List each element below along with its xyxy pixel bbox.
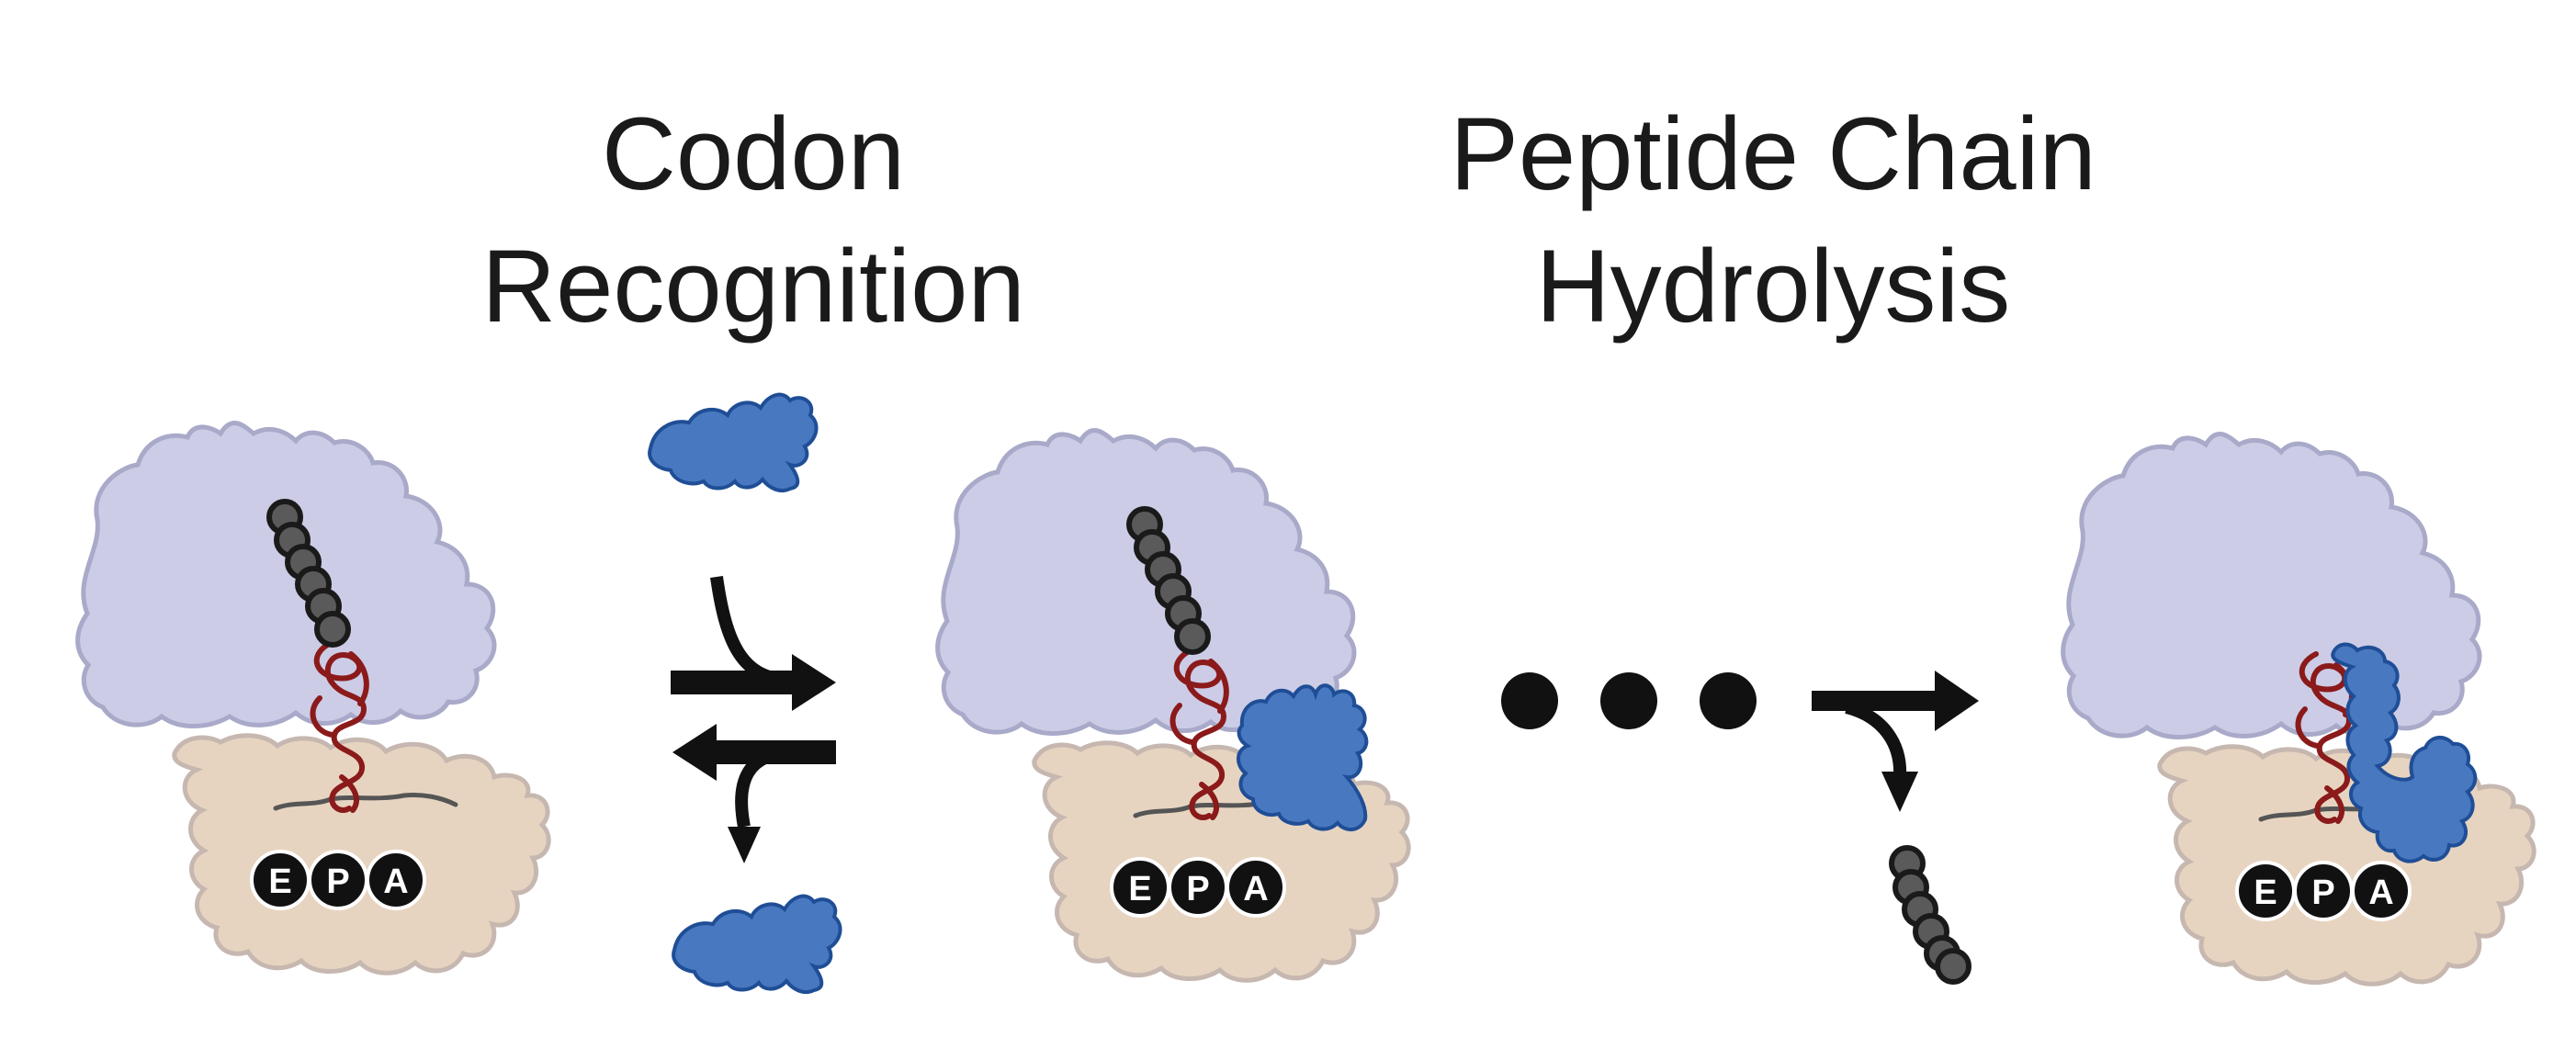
site-label-a: A [2368,874,2393,912]
site-label-e: E [1128,870,1151,908]
arrow-hydrolysis-body [1812,671,1979,731]
site-badges: E P A [250,850,426,910]
site-badge-a [2351,861,2412,921]
release-factor-free-bottom [672,894,842,995]
site-badges: E P A [2235,861,2412,921]
arrow-peptide-release-head [1881,772,1918,812]
peptide-bead [314,611,351,648]
site-badge-a [1226,857,1286,918]
site-badge-a [366,850,426,910]
release-factor-bound [2331,642,2478,863]
site-label-a: A [383,863,408,901]
trna [1169,648,1229,821]
released-peptide-chain [1889,845,1972,985]
peptide-bead [1174,618,1211,655]
site-badges: E P A [1110,857,1286,918]
mrna [273,793,458,811]
site-label-e: E [2254,874,2277,912]
peptide-bead [1935,948,1972,985]
heading-codon-line1: Codon [601,96,906,211]
hydrolysis-arrow [1812,671,1979,812]
site-label-p: P [326,863,349,901]
peptide-chain [266,499,351,648]
peptide-chain [1126,506,1211,655]
release-factor-free-top [648,392,819,493]
site-label-p: P [2311,874,2334,912]
site-label-e: E [268,863,291,901]
heading-peptide-line2: Hydrolysis [1535,229,2011,344]
equilibrium-arrows [671,576,836,863]
large-subunit [75,421,497,728]
arrow-reverse-head [672,724,836,781]
heading-codon-line2: Recognition [481,229,1025,344]
ribosome-1: E P A [75,421,551,975]
arrow-peptide-release-line [1845,701,1907,778]
ellipsis-dot [1600,672,1657,729]
arrow-forward-head [671,654,836,711]
large-subunit [2061,432,2482,739]
ellipsis-dot [1501,672,1558,729]
heading-codon-recognition: Codon Recognition [331,88,1176,353]
ellipsis-dots [1501,672,1757,729]
release-factor-bound [1237,683,1369,831]
heading-peptide-chain-hydrolysis: Peptide Chain Hydrolysis [1314,88,2232,353]
ellipsis-dot [1700,672,1757,729]
arrow-release-down-head [728,827,761,863]
small-subunit [172,733,551,975]
site-label-a: A [1243,870,1268,908]
ribosome-3: E P A [2061,432,2536,987]
trna [310,640,369,814]
ribosome-2: E P A [935,428,1411,983]
site-label-p: P [1186,870,1209,908]
large-subunit [935,428,1357,736]
heading-peptide-line1: Peptide Chain [1450,96,2096,211]
